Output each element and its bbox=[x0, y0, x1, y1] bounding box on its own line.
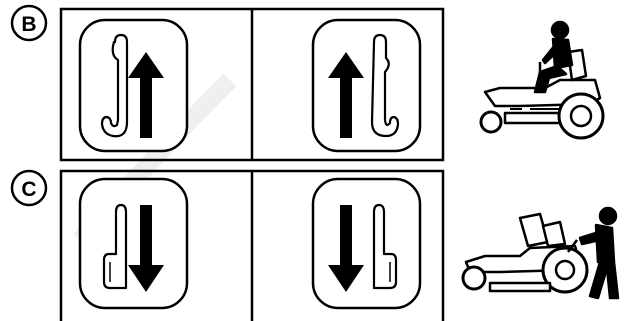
row-c: C bbox=[12, 171, 618, 321]
lever-tile-c-left bbox=[80, 179, 187, 308]
lever-tile-c-right bbox=[313, 179, 420, 308]
row-b: B bbox=[12, 6, 603, 160]
lever-tile-b-left bbox=[80, 20, 187, 151]
riding-mower-icon bbox=[481, 22, 603, 138]
panel-c-right bbox=[313, 179, 420, 308]
lever-tile-b-right bbox=[313, 20, 420, 151]
label-b: B bbox=[21, 13, 36, 36]
panel-b-right bbox=[313, 20, 420, 151]
panel-b-left bbox=[80, 20, 187, 151]
pushing-mower-icon bbox=[463, 208, 618, 298]
label-b-badge: B bbox=[12, 6, 46, 40]
label-c-badge: C bbox=[12, 171, 46, 205]
panel-c-left bbox=[80, 179, 187, 308]
label-c: C bbox=[21, 178, 36, 201]
